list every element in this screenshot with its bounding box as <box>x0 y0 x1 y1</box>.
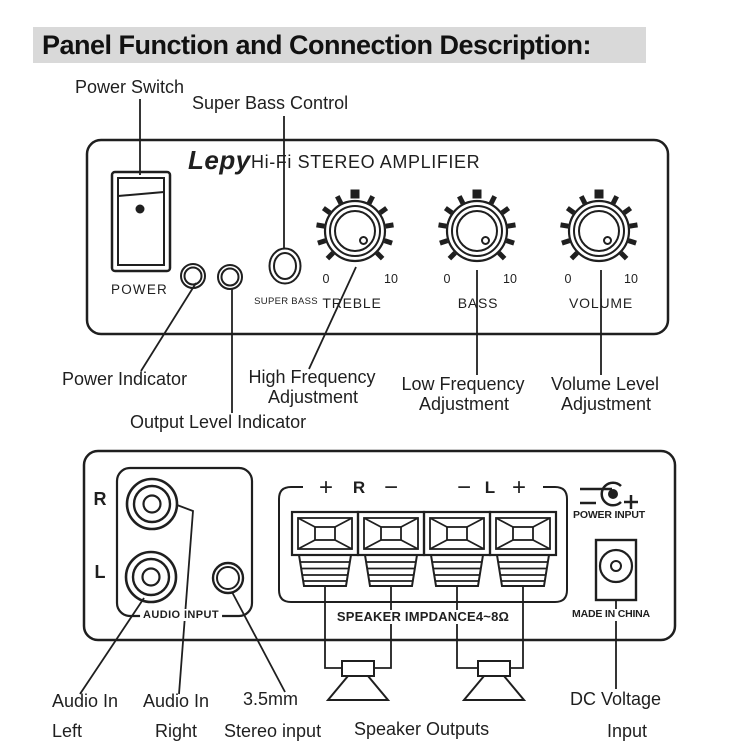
treble-max: 10 <box>384 272 398 286</box>
treble-label: TREBLE <box>322 295 382 311</box>
audio-in-left-line <box>79 597 145 695</box>
treble-min: 0 <box>322 272 330 286</box>
callout-speaker-outputs: Speaker Outputs <box>354 719 490 739</box>
speaker-terminal-4 <box>488 510 558 557</box>
rca-jack-left <box>124 550 178 604</box>
speaker-left-icon <box>327 660 389 701</box>
callout-power-indicator: Power Indicator <box>62 369 188 389</box>
callout-stereo-input-2: Stereo input <box>224 721 322 741</box>
callout-high-frequency-2: Adjustment <box>267 387 359 407</box>
bass-knob <box>439 190 516 262</box>
left-channel-letter: L <box>484 478 496 497</box>
output-level-led <box>217 264 243 290</box>
dc-polarity-icon <box>580 481 638 509</box>
rca-jack-right <box>125 477 179 531</box>
stereo-jack-35mm <box>211 561 245 595</box>
stereo-input-line <box>231 591 286 693</box>
brand-logo: Lepy <box>188 145 251 175</box>
callout-volume-level-2: Adjustment <box>560 394 652 414</box>
spring-clip-1 <box>298 554 352 587</box>
right-channel-letter: R <box>352 478 366 497</box>
volume-min: 0 <box>564 272 572 286</box>
bass-label: BASS <box>457 295 499 311</box>
super-bass-button <box>268 247 302 285</box>
volume-label: VOLUME <box>569 295 633 311</box>
speaker-terminal-3 <box>422 510 492 557</box>
callout-audio-in-right: Audio In <box>143 691 210 711</box>
callout-low-frequency: Low Frequency <box>401 374 525 394</box>
speaker-wires <box>324 586 524 669</box>
speaker-terminal-2 <box>356 510 426 557</box>
model-name: Hi-Fi STEREO AMPLIFIER <box>251 152 481 172</box>
left-channel-minus: − <box>456 474 472 501</box>
speaker-terminal-1 <box>290 510 360 557</box>
audio-in-right-line <box>176 504 194 695</box>
rca-right-label: R <box>90 489 110 510</box>
volume-max: 10 <box>624 272 638 286</box>
treble-line <box>308 266 357 370</box>
audio-input-box <box>115 466 254 618</box>
impedance-label: SPEAKER IMPDANCE4~8Ω <box>333 609 513 625</box>
callout-dc-voltage: DC Voltage <box>570 689 662 709</box>
rear-panel-outline <box>82 449 677 642</box>
callout-power-switch: Power Switch <box>75 77 185 97</box>
callout-super-bass-control: Super Bass Control <box>192 93 349 113</box>
page-title: Panel Function and Connection Descriptio… <box>33 27 646 63</box>
power-switch <box>110 170 172 273</box>
dc-jack <box>594 538 638 602</box>
callout-dc-voltage-2: Input <box>607 721 648 741</box>
spring-clip-2 <box>364 554 418 587</box>
spring-clip-3 <box>430 554 484 587</box>
volume-knob <box>561 190 638 262</box>
speaker-right-icon <box>463 660 525 701</box>
callout-high-frequency: High Frequency <box>248 367 376 387</box>
made-in-label: MADE IN CHINA <box>569 608 653 621</box>
audio-input-label: AUDIO INPUT <box>140 609 222 622</box>
spring-clip-4 <box>496 554 550 587</box>
power-switch-label: POWER <box>111 282 169 297</box>
callout-audio-in-left: Audio In <box>52 691 119 711</box>
treble-knob <box>317 190 394 262</box>
callout-stereo-input: 3.5mm <box>243 689 299 709</box>
left-channel-plus: + <box>511 474 527 501</box>
speaker-terminal-bracket <box>278 486 568 603</box>
super-bass-label: SUPER BASS <box>254 296 318 307</box>
power-input-label: POWER INPUT <box>573 509 645 521</box>
callout-audio-in-right-2: Right <box>155 721 198 741</box>
right-channel-minus: − <box>383 474 399 501</box>
power-indicator-line <box>140 282 197 372</box>
rca-left-label: L <box>91 562 109 583</box>
power-indicator-led <box>180 263 206 289</box>
callout-audio-in-left-2: Left <box>52 721 83 741</box>
callout-volume-level: Volume Level <box>550 374 660 394</box>
front-panel-outline <box>85 138 670 336</box>
callout-low-frequency-2: Adjustment <box>418 394 510 414</box>
bass-min: 0 <box>443 272 451 286</box>
bass-max: 10 <box>503 272 517 286</box>
callout-output-level-indicator: Output Level Indicator <box>130 412 307 432</box>
front-callout-lines <box>139 99 602 413</box>
right-channel-plus: + <box>318 474 334 501</box>
